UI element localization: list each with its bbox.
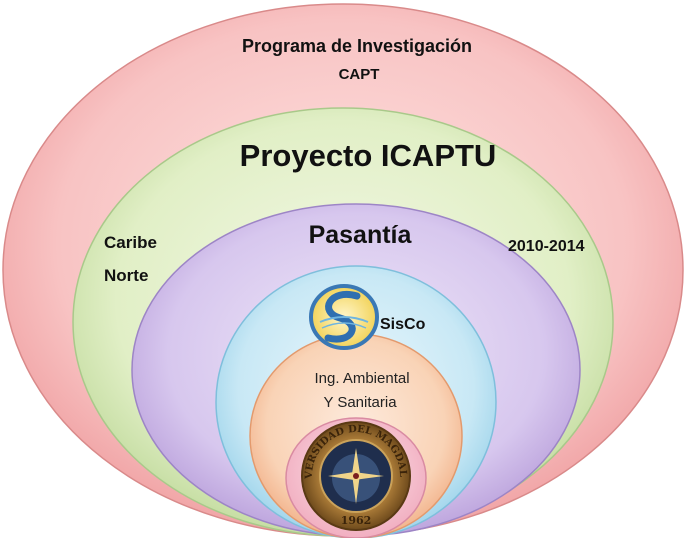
project-right-label: 2010-2014 (508, 238, 585, 255)
internship-title: Pasantía (309, 221, 413, 249)
project-left-line1: Caribe (104, 233, 157, 252)
program-title-line2: CAPT (339, 66, 380, 83)
project-title: Proyecto ICAPTU (240, 138, 497, 173)
seal-year: 1962 (341, 514, 372, 527)
degree-line2: Y Sanitaria (323, 394, 397, 411)
university-seal-icon (301, 421, 411, 531)
sisco-logo-icon (309, 284, 379, 350)
degree-line1: Ing. Ambiental (314, 370, 409, 387)
project-left-line2: Norte (104, 266, 148, 285)
group-title: SisCo (380, 316, 426, 333)
program-title-line1: Programa de Investigación (242, 36, 472, 56)
